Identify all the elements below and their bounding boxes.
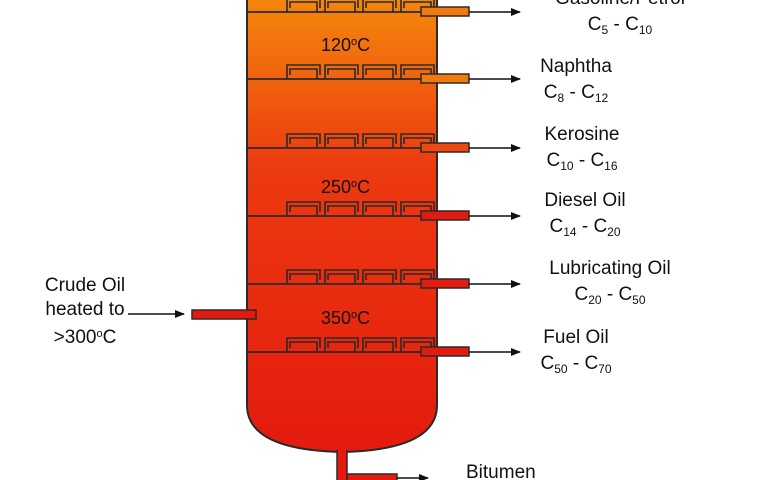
outlet-pipe (420, 346, 470, 357)
fraction-label-fuel-oil: Fuel Oil C50 - C70 (540, 327, 612, 376)
bubble-cap (324, 269, 359, 284)
bubble-cap (286, 269, 321, 284)
residue-label-bitumen: Bitumen (466, 462, 536, 480)
bubble-cap (324, 201, 359, 216)
bubble-cap (324, 337, 359, 352)
bubble-cap-trays (247, 0, 437, 353)
bitumen-outlet-pipe (336, 450, 348, 480)
bitumen-outlet-horizontal (346, 473, 398, 480)
fraction-label-kerosine: Kerosine C10 - C16 (544, 124, 620, 173)
bubble-cap (324, 133, 359, 148)
feed-label: Crude Oil heated to >300oC (44, 275, 126, 348)
outlet-pipe (420, 278, 470, 289)
bubble-cap (324, 64, 359, 79)
bubble-cap (362, 201, 397, 216)
bubble-cap (324, 0, 359, 12)
bubble-cap (286, 64, 321, 79)
temperature-label-middle: 250oC (321, 177, 371, 197)
side-draw-outlets (420, 6, 521, 357)
bubble-cap (286, 201, 321, 216)
temperature-label-bottom: 350oC (321, 308, 371, 328)
bubble-cap (362, 133, 397, 148)
outlet-pipe (420, 210, 470, 221)
bubble-cap (362, 269, 397, 284)
fraction-label-naphtha: Naphtha C8 - C12 (540, 56, 612, 105)
temperature-label-top: 120oC (321, 35, 371, 55)
bubble-cap (286, 0, 321, 12)
distillation-column (246, 0, 438, 454)
bubble-cap (286, 133, 321, 148)
fraction-label-lubricating: Lubricating Oil C20 - C50 (549, 258, 671, 307)
bubble-cap (362, 0, 397, 12)
outlet-pipe (420, 6, 470, 17)
fraction-label-diesel: Diesel Oil C14 - C20 (544, 190, 626, 239)
outlet-pipe (420, 73, 470, 84)
outlet-pipe (420, 142, 470, 153)
feed-inlet-pipe (191, 309, 257, 320)
fraction-label-gasoline: Gasoline/Petrol C5 - C10 (555, 0, 685, 37)
bubble-cap (286, 337, 321, 352)
bubble-cap (362, 64, 397, 79)
bubble-cap (362, 337, 397, 352)
